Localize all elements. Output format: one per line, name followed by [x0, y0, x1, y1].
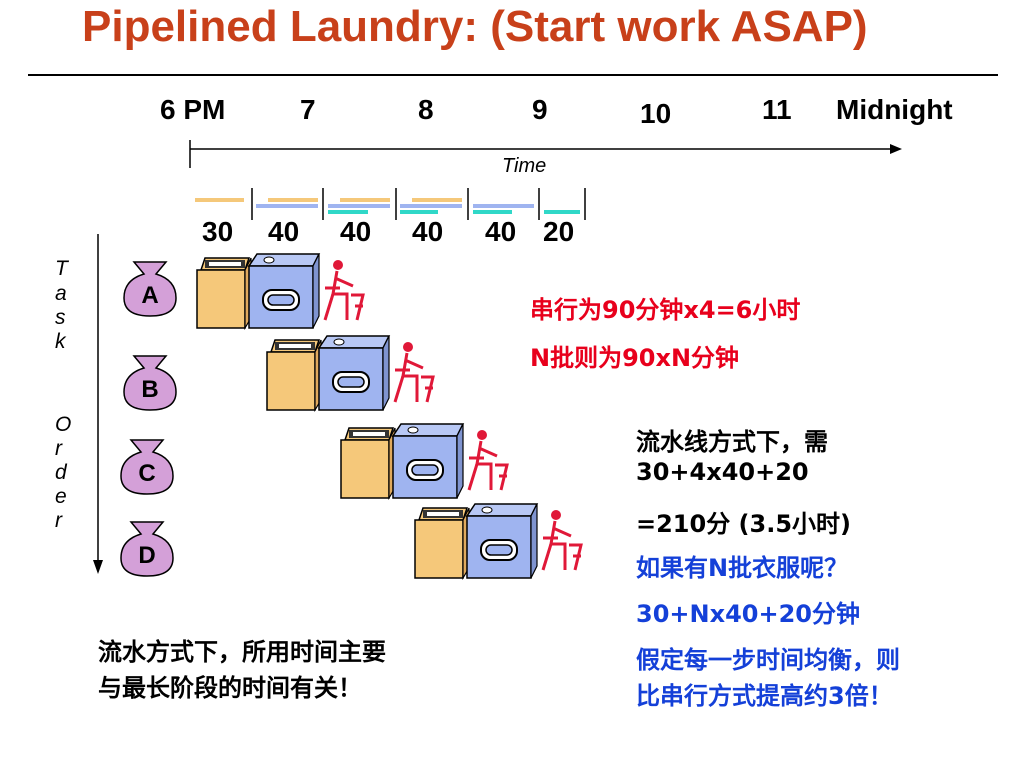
duration-label: 40 — [412, 216, 444, 247]
task-letter: C — [138, 460, 156, 487]
laundry-bag-icon — [123, 261, 177, 317]
hour-label-7: 7 — [300, 94, 316, 125]
folding-person-icon — [393, 342, 435, 403]
duration-label: 20 — [543, 216, 575, 247]
serial-n-batch-note: N批则为90xN分钟 — [530, 344, 740, 372]
serial-time-note: 串行为90分钟x4=6小时 — [530, 296, 801, 324]
task-order-letter: d — [55, 461, 67, 484]
n-batch-formula: 30+Nx40+20分钟 — [636, 600, 860, 628]
duration-label: 40 — [485, 216, 517, 247]
stage-timing-bars — [195, 188, 586, 220]
hour-label-11: 11 — [762, 94, 792, 125]
duration-label: 30 — [202, 216, 234, 247]
stage-group-a — [196, 253, 365, 331]
task-letter: B — [141, 376, 159, 403]
task-order-letter: a — [55, 282, 67, 305]
task-order-letter: r — [55, 509, 62, 532]
laundry-bag-a: A — [120, 260, 180, 320]
task-order-letter: O — [55, 413, 72, 436]
task-order-letter: r — [55, 437, 62, 460]
hour-label-8: 8 — [418, 94, 434, 125]
balance-note-line2: 比串行方式提高约3倍！ — [636, 682, 893, 710]
title-rule — [28, 74, 998, 76]
task-order-arrow — [93, 234, 103, 574]
task-order-letter: e — [55, 485, 67, 508]
n-batch-question: 如果有N批衣服呢？ — [636, 554, 849, 582]
laundry-bag-d: D — [117, 520, 177, 580]
task-order-letter: T — [55, 257, 68, 280]
dryer-icon — [317, 335, 391, 411]
laundry-bag-icon — [123, 355, 177, 411]
task-order-letter: k — [55, 330, 66, 353]
conclusion-line2: 与最长阶段的时间有关！ — [98, 674, 362, 702]
hour-label-10: 10 — [640, 98, 672, 129]
pipeline-note-line3: =210分 (3.5小时) — [636, 510, 852, 538]
pipeline-note-line1: 流水线方式下，需 — [636, 428, 828, 456]
duration-label: 40 — [268, 216, 300, 247]
task-order-letter: s — [55, 306, 66, 329]
folding-person-icon — [323, 260, 365, 321]
washer-icon — [414, 507, 470, 581]
conclusion-line1: 流水方式下，所用时间主要 — [98, 638, 386, 666]
dryer-icon — [465, 503, 539, 579]
time-axis — [189, 140, 902, 168]
duration-label: 40 — [340, 216, 372, 247]
laundry-bag-icon — [120, 439, 174, 495]
pipeline-note-line2: 30+4x40+20 — [636, 458, 809, 486]
washer-icon — [266, 339, 322, 413]
dryer-icon — [247, 253, 321, 329]
laundry-bag-icon — [120, 521, 174, 577]
laundry-bag-b: B — [120, 354, 180, 414]
hour-label-6pm: 6 PM — [160, 94, 226, 125]
task-letter: A — [141, 282, 159, 309]
balance-note-line1: 假定每一步时间均衡，则 — [636, 646, 900, 674]
task-letter: D — [138, 542, 156, 569]
dryer-icon — [391, 423, 465, 499]
washer-icon — [196, 257, 252, 331]
hour-label-midnight: Midnight — [836, 94, 953, 125]
time-axis-label: Time — [502, 155, 547, 177]
hour-label-9: 9 — [532, 94, 548, 125]
slide-title: Pipelined Laundry: (Start work ASAP) — [82, 2, 868, 51]
stage-group-c — [340, 423, 509, 501]
stage-group-d — [414, 503, 583, 581]
folding-person-icon — [467, 430, 509, 491]
stage-group-b — [266, 335, 435, 413]
laundry-bag-c: C — [117, 438, 177, 498]
washer-icon — [340, 427, 396, 501]
folding-person-icon — [541, 510, 583, 571]
